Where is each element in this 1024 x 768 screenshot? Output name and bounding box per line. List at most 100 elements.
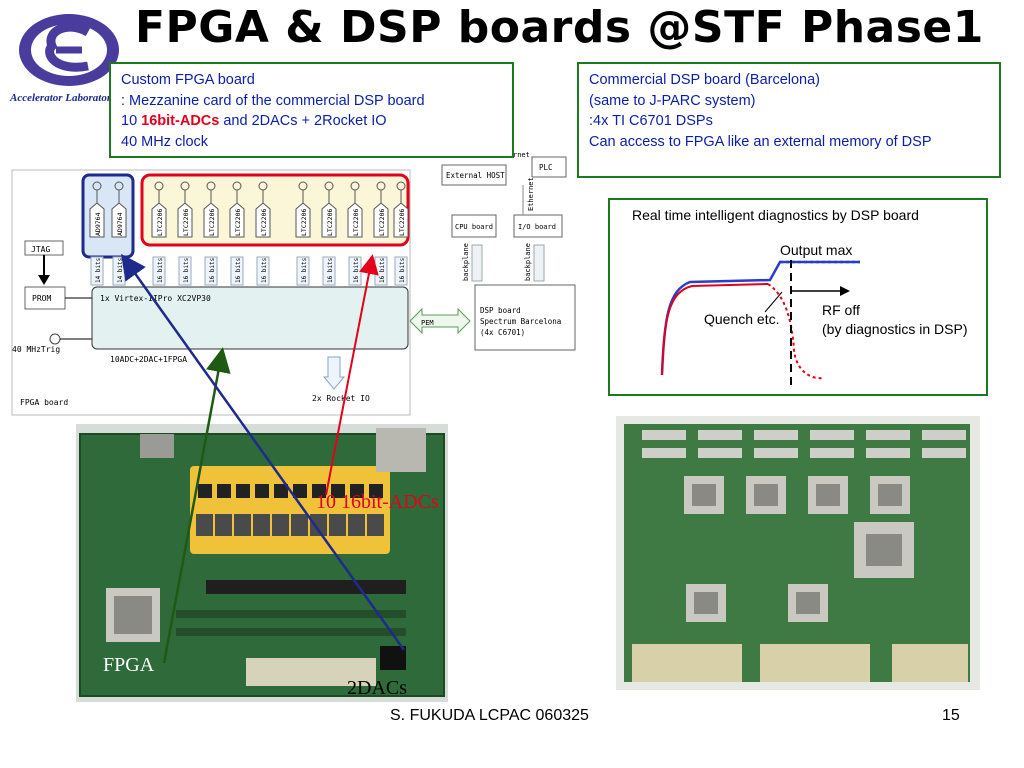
adc-chip [393, 202, 409, 238]
plc-label: PLC [539, 163, 553, 172]
adc-chip [373, 202, 389, 238]
bit-width-label: 16 bits [183, 257, 190, 283]
dac-chip [111, 202, 127, 238]
adc-chip-label: LTC2206 [260, 209, 268, 236]
adc-chip [203, 202, 219, 238]
bit-width-label: 14 bits [95, 257, 102, 283]
bit-width-label: 14 bits [117, 257, 124, 283]
dsp-line-4: Can access to FPGA like an external memo… [589, 133, 932, 150]
adc-chip [229, 202, 245, 238]
adc-chip [151, 202, 167, 238]
dsp-line-1: Commercial DSP board (Barcelona) [589, 72, 821, 88]
diagnostics-sketch: Real time intelligent diagnostics by DSP… [632, 207, 968, 390]
rf-off-detail: (by diagnostics in DSP) [822, 321, 968, 337]
fpga-line-3-post: and 2DACs + 2Rocket IO [219, 113, 387, 129]
dsp-board-line-2: Spectrum Barcelona [480, 317, 561, 326]
fpga-line-1: Custom FPGA board [121, 72, 255, 88]
pem-label: PEM [421, 319, 434, 327]
dsp-board-line-1: DSP board [480, 306, 521, 315]
adc-chip-photo [293, 484, 307, 498]
ethernet-label: Ethernet [527, 177, 535, 211]
bit-width-label: 16 bits [157, 257, 164, 283]
diagnostics-box: Real time intelligent diagnostics by DSP… [608, 198, 988, 396]
clock-label: 40 MHzTrig [12, 345, 60, 354]
ethernet-top-label: rnet [513, 151, 530, 159]
bit-width-label: 16 bits [301, 257, 308, 283]
footer-text: S. FUKUDA LCPAC 060325 [390, 707, 589, 724]
lab-name: Accelerator Laboratory [10, 92, 117, 104]
plc-block [531, 156, 567, 178]
adc-chip-label: LTC2206 [234, 209, 242, 236]
quench-label: Quench etc. [704, 311, 780, 327]
diagnostics-title: Real time intelligent diagnostics by DSP… [632, 207, 919, 223]
dsp-line-2: (same to J-PARC system) [589, 92, 756, 109]
dsp-line-3: :4x TI C6701 DSPs [589, 113, 713, 129]
adc-chip-photo [274, 484, 288, 498]
adc-highlight: 16bit-ADCs [141, 113, 220, 129]
cpu-board-label: CPU board [455, 223, 493, 231]
bit-width-label: 16 bits [327, 257, 334, 283]
dac-chip-label: AD9764 [94, 212, 102, 236]
fpga-line-3: 10 16bit-ADCs and 2DACs + 2Rocket IO [121, 111, 502, 132]
fpga-line-3-pre: 10 [121, 113, 142, 129]
backplane-label-2: backplane [524, 243, 532, 281]
adc-chip-label: LTC2206 [398, 209, 406, 236]
output-max-label: Output max [780, 242, 852, 258]
adc-chip [347, 202, 363, 238]
adc-chip-photo [236, 484, 250, 498]
adc-chip-label: LTC2206 [378, 209, 386, 236]
bit-width-label: 16 bits [379, 257, 386, 283]
quench-curve [767, 283, 825, 380]
slide-title: FPGA & DSP boards @STF Phase1 [135, 2, 984, 53]
jtag-label: JTAG [31, 245, 50, 254]
kek-logo [19, 14, 119, 86]
backplane-label-1: backplane [462, 243, 470, 281]
fpga-photo-label: FPGA [103, 654, 155, 676]
adc-chip [177, 202, 193, 238]
adc-chip-label: LTC2206 [208, 209, 216, 236]
prom-label: PROM [32, 294, 51, 303]
page-number: 15 [942, 707, 960, 724]
bit-width-label: 16 bits [235, 257, 242, 283]
fpga-description-box: Custom FPGA board : Mezzanine card of th… [109, 62, 514, 158]
external-host-label: External HOST [446, 171, 505, 180]
adc-chip-photo [217, 484, 231, 498]
rocket-io-label: 2x Rocket IO [312, 394, 370, 403]
bit-width-label: 16 bits [353, 257, 360, 283]
dsp-board-line-3: (4x C6701) [480, 328, 525, 337]
adc-chip [321, 202, 337, 238]
dac-chip-label: AD9764 [116, 212, 124, 236]
external-host-block [441, 164, 507, 186]
connectors [376, 428, 426, 472]
dsp-board-block [474, 284, 576, 351]
adc-chip-photo [255, 484, 269, 498]
dsp-board-photo [616, 416, 980, 690]
dac-chip [89, 202, 105, 238]
adc-chip-label: LTC2206 [326, 209, 334, 236]
rf-off-label: RF off [822, 302, 860, 318]
adc-chip-label: LTC2206 [156, 209, 164, 236]
fpga-board-label: FPGA board [20, 398, 68, 407]
adc-chip-label: LTC2206 [182, 209, 190, 236]
adc-chip [255, 202, 271, 238]
bit-width-label: 16 bits [399, 257, 406, 283]
bit-width-label: 16 bits [209, 257, 216, 283]
adc-chip-photo [198, 484, 212, 498]
adc-chip-label: LTC2206 [300, 209, 308, 236]
dac-chip-photo [380, 646, 406, 670]
fpga-line-4: 40 MHz clock [121, 133, 209, 150]
summary-label: 10ADC+2DAC+1FPGA [110, 355, 187, 364]
clock-connector-icon [49, 333, 61, 345]
fpga-line-2: : Mezzanine card of the commercial DSP b… [121, 92, 425, 109]
cpu-board-block [451, 214, 497, 238]
fpga-chip-label: 1x Virtex-IIPro XC2VP30 [100, 294, 211, 303]
io-board-label: I/O board [518, 223, 556, 231]
bit-width-label: 16 bits [261, 257, 268, 283]
adc-chip [295, 202, 311, 238]
io-board-block [513, 214, 563, 238]
dac-photo-label: 2DACs [347, 677, 408, 699]
adc-chip-label: LTC2206 [352, 209, 360, 236]
adc-photo-label: 10 16bit-ADCs [316, 491, 439, 513]
dsp-description-box: Commercial DSP board (Barcelona) (same t… [577, 62, 1001, 178]
fpga-block-diagram: FPGA board JTAG PROM 40 MHzTrig AD9764 14… [11, 151, 576, 416]
